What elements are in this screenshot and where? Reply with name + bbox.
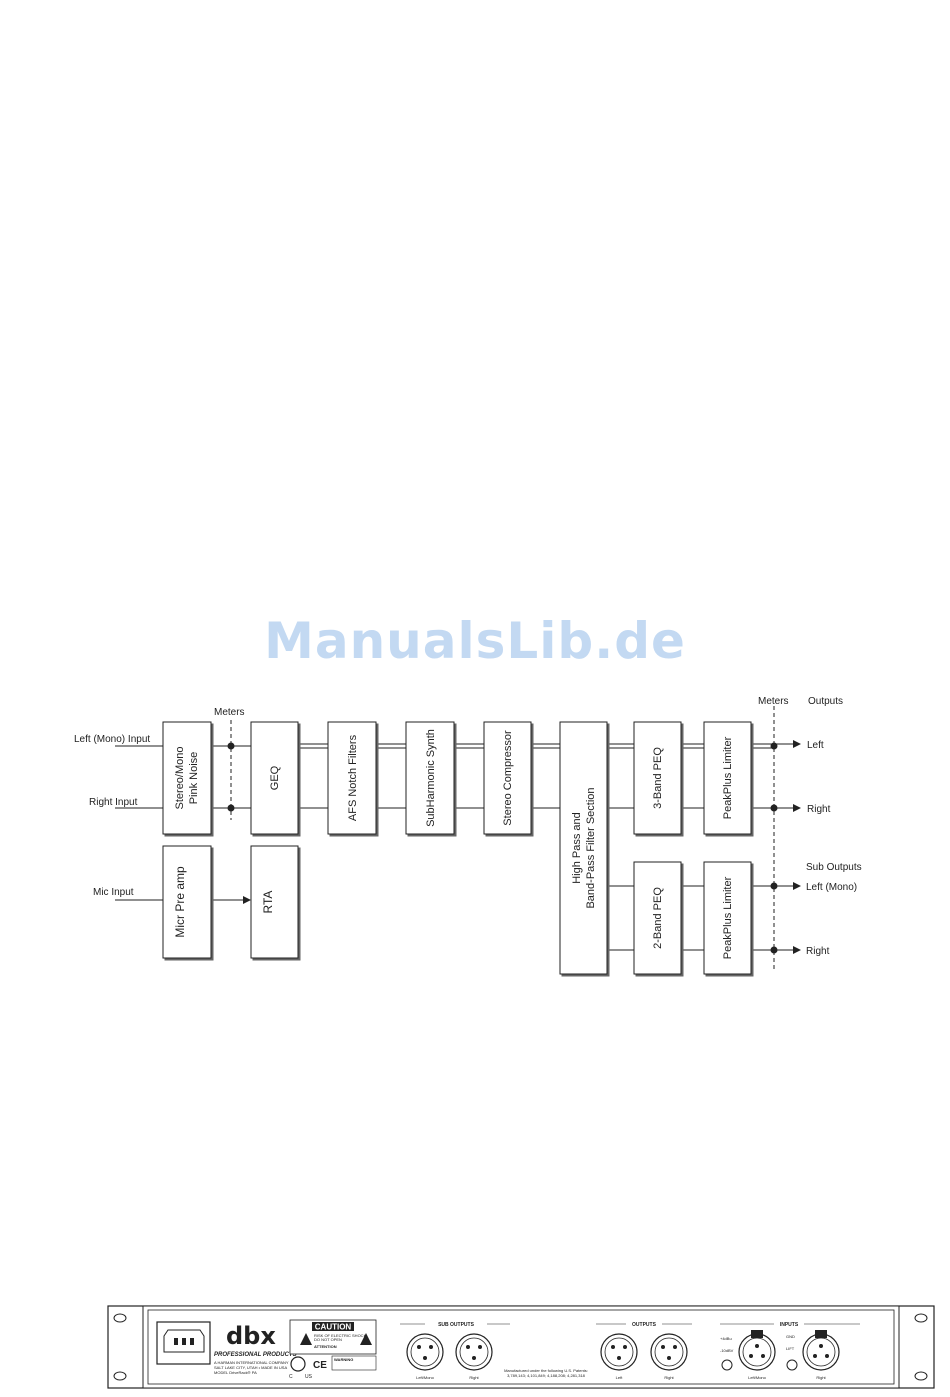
warning-text: WARNING [334, 1357, 353, 1362]
sub-output-right-label: Right [806, 946, 830, 957]
level-label-2: -10dBV [720, 1348, 734, 1353]
meter-taps [227, 706, 778, 970]
brand-logo: dbx [226, 1322, 276, 1350]
attention-text: ATTENTION [314, 1344, 337, 1349]
rack-hole-icon [113, 1313, 127, 1323]
right-input-label: Right Input [89, 797, 138, 808]
geq-block [250, 721, 299, 835]
filter-label-1: High Pass and [571, 812, 583, 884]
inputs-title: INPUTS [780, 1322, 799, 1328]
outputs-title: OUTPUTS [632, 1322, 657, 1328]
patents-line-2: 3,789,143; 4,101,849; 4,188,208; 4,281,3… [507, 1373, 586, 1378]
peq3-block [633, 721, 682, 835]
watermark-text: ManualsLib.de [264, 612, 686, 670]
rack-hole-icon [914, 1371, 928, 1381]
company-line-2: SALT LAKE CITY, UTAH • MADE IN USA [214, 1365, 287, 1370]
rta-label: RTA [261, 891, 275, 914]
geq-label: GEQ [269, 765, 281, 790]
pink-noise-label-1: Stereo/Mono [174, 747, 186, 810]
cert-us: US [305, 1374, 313, 1380]
pink-noise-label-2: Pink Noise [188, 752, 200, 805]
level-switch-icon [721, 1359, 733, 1371]
meters-right-label: Meters [758, 696, 789, 707]
cert-c: C [289, 1374, 293, 1380]
limiter-main-label: PeakPlus Limiter [722, 736, 734, 819]
mic-preamp-label: Micr Pre amp [173, 866, 187, 938]
sub-left-connector-label: Left/Mono [416, 1375, 435, 1380]
output-right-label: Right [807, 804, 831, 815]
company-line-1: A HARMAN INTERNATIONAL COMPANY [214, 1360, 289, 1365]
output-left-label: Left [807, 740, 824, 751]
caution-text-2: DO NOT OPEN [314, 1337, 342, 1342]
sub-outputs-label: Sub Outputs [806, 862, 862, 873]
gnd-lift-switch-icon [786, 1359, 798, 1371]
sub-output-left-label: Left (Mono) [806, 882, 857, 893]
rack-hole-icon [113, 1371, 127, 1381]
limiter-main-block [703, 721, 752, 835]
peq3-label: 3-Band PEQ [652, 747, 664, 809]
rear-panel: dbx PROFESSIONAL PRODUCTS A HARMAN INTER… [107, 1305, 935, 1389]
filter-label-2: Band-Pass Filter Section [585, 787, 597, 908]
xlr-in-left-icon [738, 1330, 776, 1371]
brand-subtitle: PROFESSIONAL PRODUCTS [214, 1352, 297, 1358]
xlr-out-left-icon [600, 1333, 638, 1371]
in-left-connector-label: Left/Mono [748, 1375, 767, 1380]
rta-block [250, 845, 299, 959]
subharmonic-block [405, 721, 455, 835]
compressor-label: Stereo Compressor [502, 730, 514, 826]
sub-right-connector-label: Right [469, 1375, 479, 1380]
gnd-label: GND [786, 1334, 795, 1339]
xlr-in-right-icon [802, 1330, 840, 1371]
signal-lines [115, 740, 801, 954]
compressor-block [483, 721, 532, 835]
company-line-3: MODEL DriveRack® PA [214, 1370, 257, 1375]
caution-text-1: RISK OF ELECTRIC SHOCK [314, 1333, 367, 1338]
afs-label: AFS Notch Filters [347, 734, 359, 821]
subharmonic-label: SubHarmonic Synth [425, 729, 437, 827]
peq2-label: 2-Band PEQ [652, 887, 664, 949]
rack-hole-icon [914, 1313, 928, 1323]
peq2-block [633, 861, 682, 975]
ce-mark: CE [313, 1360, 327, 1371]
xlr-sub-left-icon [406, 1333, 444, 1371]
sub-outputs-title: SUB OUTPUTS [438, 1322, 475, 1328]
caution-title: CAUTION [315, 1323, 352, 1332]
mic-input-label: Mic Input [93, 887, 134, 898]
afs-notch-block [327, 721, 377, 835]
in-right-connector-label: Right [816, 1375, 826, 1380]
outputs-label: Outputs [808, 696, 843, 707]
mic-preamp-block [162, 845, 212, 959]
left-input-label: Left (Mono) Input [74, 734, 150, 745]
pink-noise-block [162, 721, 212, 835]
lift-label: LIFT [786, 1346, 795, 1351]
xlr-out-right-icon [650, 1333, 688, 1371]
limiter-sub-block [703, 861, 752, 975]
xlr-sub-right-icon [455, 1333, 493, 1371]
limiter-sub-label: PeakPlus Limiter [722, 876, 734, 959]
out-right-connector-label: Right [664, 1375, 674, 1380]
out-left-connector-label: Left [616, 1375, 624, 1380]
meters-left-label: Meters [214, 707, 245, 718]
power-inlet-icon [156, 1321, 211, 1365]
exclamation-warning-icon [360, 1333, 372, 1345]
csa-cert-icon [290, 1356, 306, 1372]
level-label-1: +4dBu [720, 1336, 732, 1341]
shock-warning-icon [300, 1333, 312, 1345]
patents-line-1: Manufactured under the following U.S. Pa… [504, 1368, 588, 1373]
filter-section-block [559, 721, 608, 975]
